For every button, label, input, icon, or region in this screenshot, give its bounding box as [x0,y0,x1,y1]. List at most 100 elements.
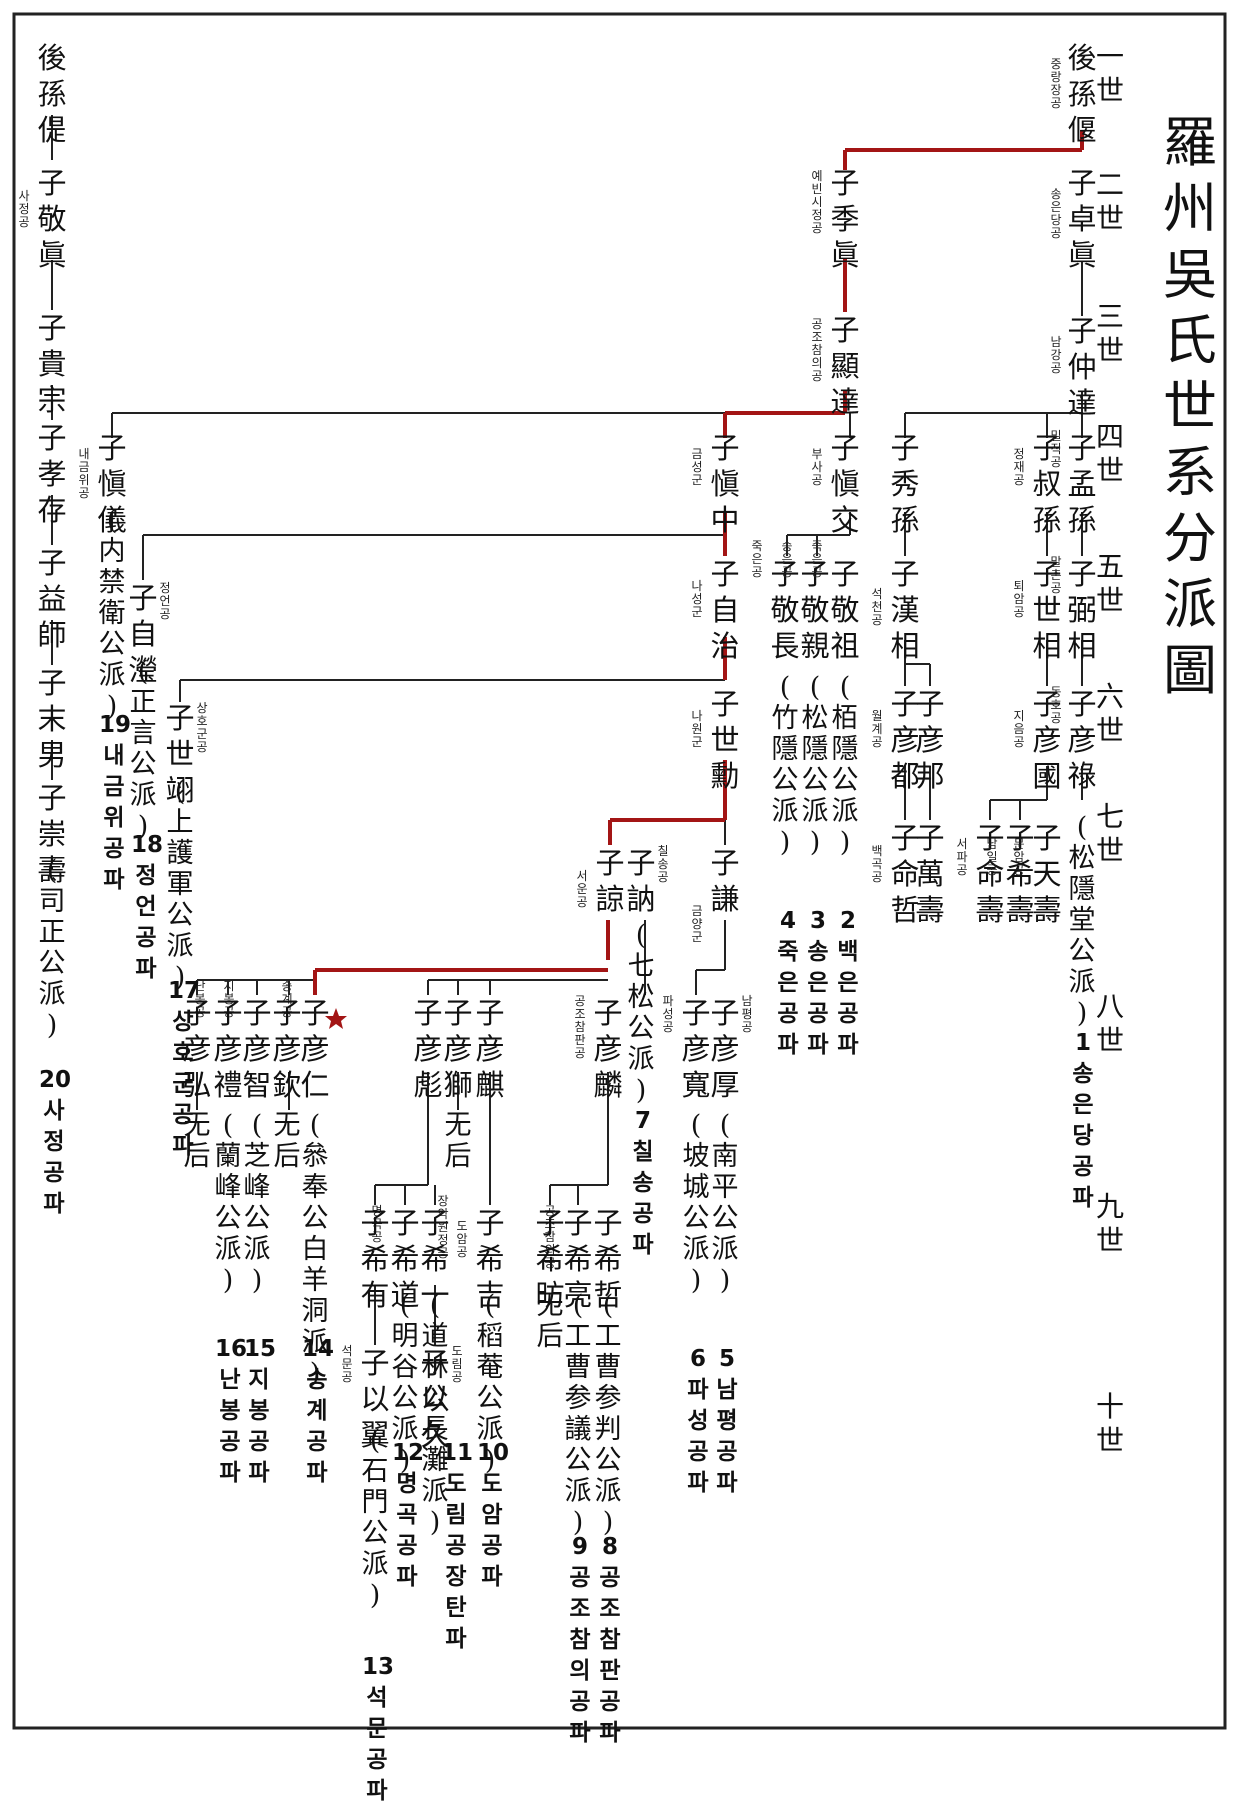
highlight-lineage [313,130,1084,995]
person-p36: 子彦彪 [413,996,443,1102]
person-p43: 子希亮 [563,1206,593,1312]
person-p46: 子希一 [420,1206,450,1312]
person-p29: 子訥 [626,846,656,916]
lineage-lines [51,115,1083,1345]
no-heir-0: 无后 [273,1110,301,1172]
branch-note-n11: (道林公長灘派) [421,1290,449,1538]
person-p23: 子命哲 [890,821,920,927]
person-p22: 子彦祿 [1067,687,1097,793]
person-p20: 子彦邦 [915,687,945,793]
generation-label: 四世 [1095,420,1124,487]
branch-note-n9: (工曹参議公派) [564,1290,592,1538]
person-p45: 子希吉 [475,1206,505,1312]
person-p13: 子自瀅 [128,581,158,687]
person-p2: 子卓眞 [1067,166,1097,272]
person-p34: 子彦麒 [475,996,505,1102]
branch-note-n8: (工曹参判公派) [594,1290,622,1538]
person-p15: 子世相 [1032,557,1062,663]
person-p39: 子彦智 [242,996,272,1102]
branch-note-n14: (叅奉公白羊洞派) [301,1110,329,1389]
person-p38: 子彦欽 [272,996,302,1102]
person-p33: 子彦麟 [593,996,623,1102]
no-heir-2: 无后 [444,1110,472,1172]
person-p12: 子自治 [710,557,740,663]
generation-label: 七世 [1095,800,1124,867]
branch-note-n4: (竹隱公派) [771,672,799,858]
branch-note-n15: (芝峰公派) [243,1110,271,1296]
generation-label: 二世 [1095,168,1124,235]
person-p1: 後孫偃 [1067,41,1097,147]
person-p51: 後孫偍 [37,41,67,147]
person-p32: 子彦寬 [681,996,711,1102]
generation-label: 三世 [1095,300,1124,367]
person-p26: 子希壽 [1005,821,1035,927]
person-p11: 子孟孫 [1067,431,1097,537]
person-p27: 子天壽 [1032,821,1062,927]
person-p54: 子孝存 [37,421,67,527]
person-p30: 子諒 [595,846,625,916]
person-p50: 子以翼 [360,1346,390,1452]
branch-note-n18: (正言公派) [129,656,157,842]
person-p35: 子彦獅 [443,996,473,1102]
person-p5: 子顯達 [830,313,860,419]
generation-label: 六世 [1095,680,1124,747]
branch-note-n7: (七松公派) [627,920,655,1106]
person-p57: 子崇壽 [37,781,67,887]
person-p10: 子叔孫 [1032,431,1062,537]
person-p17: 子世勳 [710,687,740,793]
page-frame [12,12,1227,1730]
person-p52: 子敬眞 [37,166,67,272]
branch-note-n2: (栢隱公派) [831,672,859,858]
branch-note-n16: (蘭峰公派) [214,1110,242,1296]
person-p19: 子彦都 [890,687,920,793]
branch-note-n6: (坡城公派) [682,1110,710,1296]
branch-note-n12: (明谷公派) [391,1290,419,1476]
generation-label: 一世 [1095,40,1124,107]
generation-label: 八世 [1095,990,1124,1057]
person-p55: 子益師 [37,546,67,652]
person-p14: 子漢相 [890,557,920,663]
person-p25: 子命壽 [975,821,1005,927]
person-p18: 子世翊 [165,701,195,807]
person-p8: 子愼儀 [97,431,127,537]
person-p49: 子以久 [420,1346,450,1452]
person-p59: 子敬親 [800,557,830,663]
person-p21: 子彦國 [1032,687,1062,793]
